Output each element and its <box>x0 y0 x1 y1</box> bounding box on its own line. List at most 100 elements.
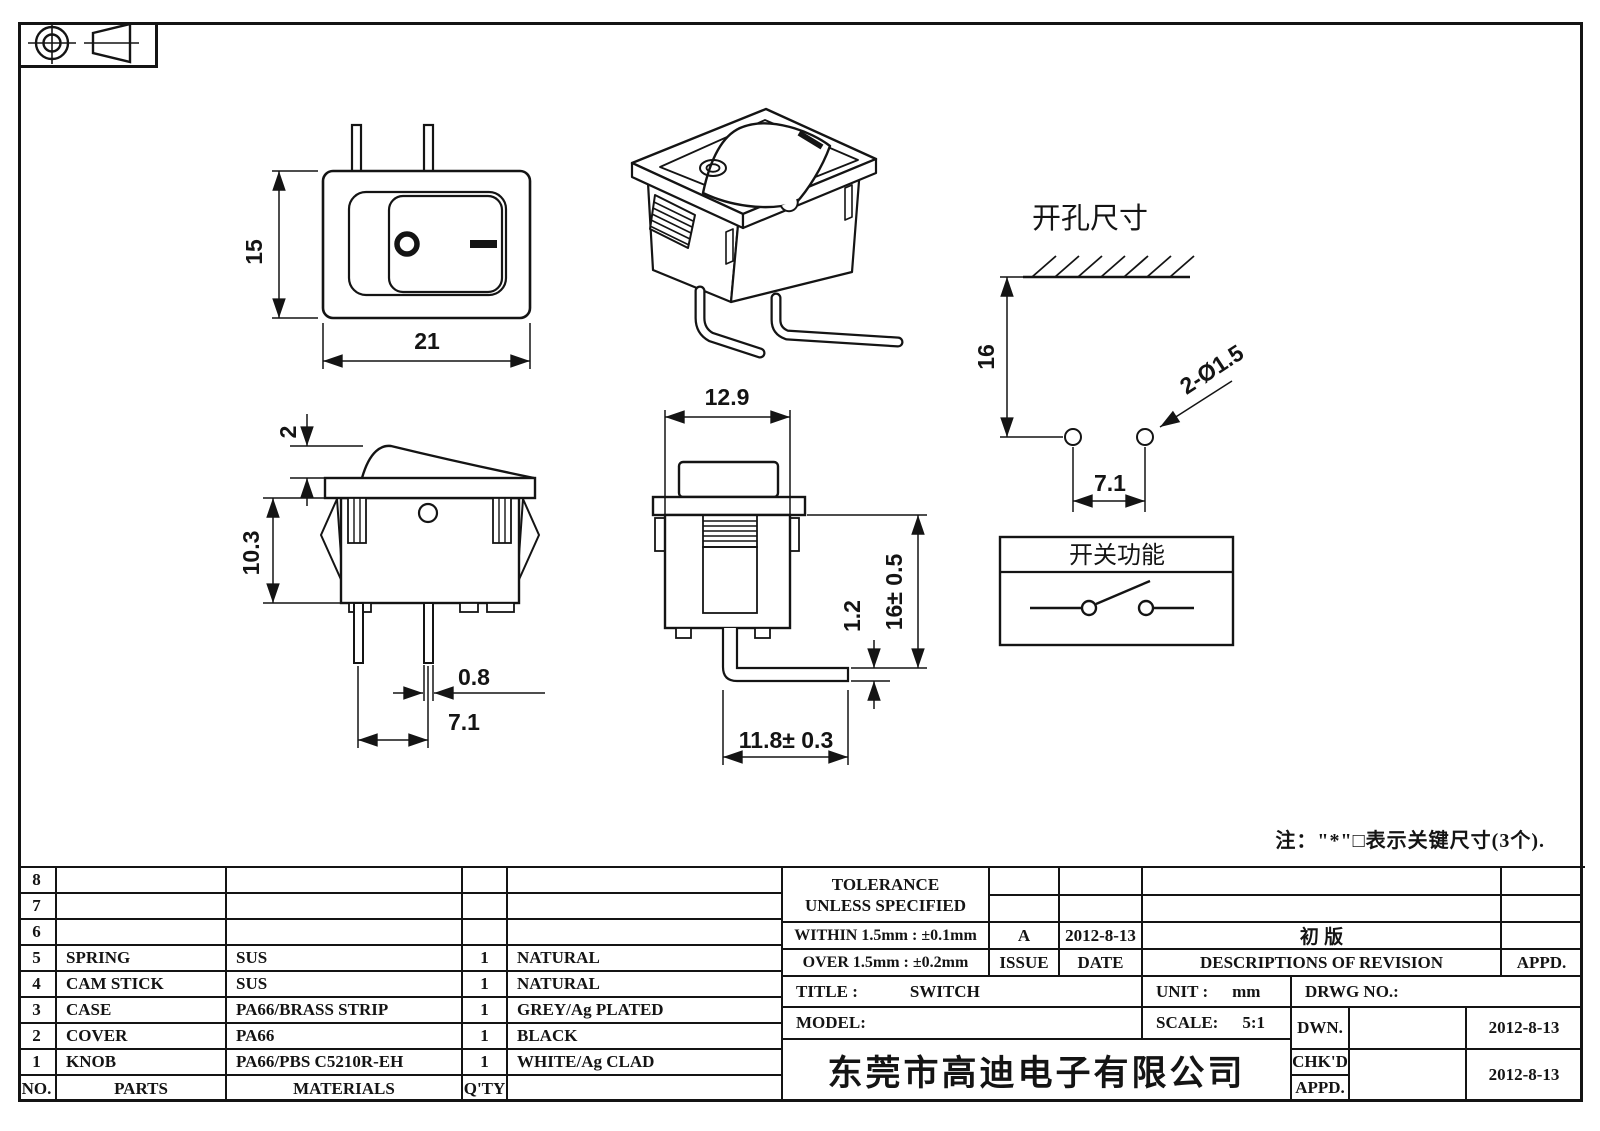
part-color <box>508 894 783 920</box>
part-name: KNOB <box>57 1050 227 1076</box>
off-symbol-icon <box>699 159 727 177</box>
part-qty: 1 <box>463 946 508 972</box>
part-color: NATURAL <box>508 946 783 972</box>
revision-issue-value: A <box>990 923 1060 950</box>
hole-layout-title: 开孔尺寸 <box>1032 202 1148 235</box>
parts-header-parts: PARTS <box>57 1076 227 1102</box>
model-cell: MODEL: <box>783 1008 1143 1040</box>
part-color <box>508 920 783 946</box>
dim-hole-depth: 16 <box>973 344 999 370</box>
title-value: SWITCH <box>909 981 980 1001</box>
dim-pin-thickness: 1.2 <box>839 600 865 632</box>
revision-appd-label: APPD. <box>1502 950 1581 977</box>
part-material: SUS <box>227 946 463 972</box>
dim-end-height: 16± 0.5 <box>881 554 907 631</box>
title-block: TOLERANCE UNLESS SPECIFIED WITHIN 1.5mm … <box>781 866 1585 1102</box>
function-title: 开关功能 <box>1069 542 1165 569</box>
perspective-view <box>630 107 904 359</box>
function-diagram: 开关功能 <box>998 535 1235 647</box>
revision-cell <box>1143 868 1502 896</box>
chkd-appd-signature <box>1350 1050 1467 1100</box>
spst-switch-symbol-icon <box>1030 579 1194 617</box>
chkd-appd-date: 2012-8-13 <box>1488 1065 1560 1084</box>
tolerance-header: TOLERANCE UNLESS SPECIFIED <box>783 868 990 923</box>
dim-front-height: 15 <box>241 239 267 265</box>
chkd-label: CHK'D <box>1292 1050 1350 1076</box>
dim-pin-reach: 11.8± 0.3 <box>739 727 833 753</box>
scale-cell: SCALE: 5:1 <box>1143 1008 1292 1040</box>
tolerance-line2: UNLESS SPECIFIED <box>804 895 967 915</box>
front-view: 15 21 <box>241 123 532 369</box>
part-name: CAM STICK <box>57 972 227 998</box>
dim-rocker-height: 2 <box>275 426 301 439</box>
tolerance-line1: TOLERANCE <box>831 874 940 894</box>
revision-cell <box>1060 868 1143 896</box>
truncated-cone-icon <box>84 22 139 64</box>
parts-header-color <box>508 1076 783 1102</box>
part-qty <box>463 894 508 920</box>
on-symbol-icon <box>470 240 497 248</box>
dim-pin-width: 0.8 <box>458 664 490 690</box>
tolerance-within: WITHIN 1.5mm : ±0.1mm <box>783 923 990 950</box>
part-material: PA66 <box>227 1024 463 1050</box>
parts-header-qty: Q'TY <box>463 1076 508 1102</box>
dim-hole-pitch: 7.1 <box>1094 470 1126 496</box>
part-name: SPRING <box>57 946 227 972</box>
dim-hole-count: 2-Ø1.5 <box>1175 339 1248 399</box>
part-no: 6 <box>18 920 57 946</box>
dwn-signature <box>1350 1008 1467 1050</box>
title-cell: TITLE : SWITCH <box>783 977 1143 1008</box>
dwn-label: DWN. <box>1292 1008 1350 1050</box>
revision-appd-value <box>1502 923 1581 950</box>
dim-end-width: 12.9 <box>705 384 750 410</box>
part-name <box>57 894 227 920</box>
part-qty <box>463 920 508 946</box>
part-name <box>57 920 227 946</box>
part-qty: 1 <box>463 1050 508 1076</box>
dwn-date: 2012-8-13 <box>1467 1008 1581 1050</box>
revision-cell <box>990 868 1060 896</box>
part-qty: 1 <box>463 1024 508 1050</box>
part-color: WHITE/Ag CLAD <box>508 1050 783 1076</box>
revision-date-value: 2012-8-13 <box>1060 923 1143 950</box>
part-no: 8 <box>18 868 57 894</box>
hole-layout: 开孔尺寸 16 2-Ø1.5 <box>973 202 1248 512</box>
revision-description-label: DESCRIPTIONS OF REVISION <box>1143 950 1502 977</box>
scale-value: 5:1 <box>1242 1013 1266 1032</box>
parts-table: 8 7 6 5 SPRING SUS 1 NATURAL 4 CAM STICK… <box>18 866 783 1102</box>
part-qty: 1 <box>463 998 508 1024</box>
part-no: 7 <box>18 894 57 920</box>
part-no: 4 <box>18 972 57 998</box>
part-color: NATURAL <box>508 972 783 998</box>
dim-pin-pitch: 7.1 <box>448 709 480 735</box>
end-view: 12.9 16± 0.5 1.2 11.8± 0.3 <box>651 384 927 765</box>
part-material <box>227 868 463 894</box>
part-no: 3 <box>18 998 57 1024</box>
part-name: CASE <box>57 998 227 1024</box>
unit-cell: UNIT : mm <box>1143 977 1292 1008</box>
off-symbol-icon <box>394 231 420 257</box>
tolerance-over: OVER 1.5mm : ±0.2mm <box>783 950 990 977</box>
key-dimension-note: 注："*"□表示关键尺寸(3个). <box>1275 830 1545 852</box>
part-no: 2 <box>18 1024 57 1050</box>
part-material <box>227 894 463 920</box>
drwg-no-cell: DRWG NO.: <box>1292 977 1581 1008</box>
part-color: GREY/Ag PLATED <box>508 998 783 1024</box>
part-no: 1 <box>18 1050 57 1076</box>
revision-cell <box>990 896 1060 923</box>
on-symbol-icon <box>797 130 824 150</box>
title-label: TITLE : <box>796 981 858 1001</box>
revision-cell <box>1502 896 1581 923</box>
part-material <box>227 920 463 946</box>
dim-front-width: 21 <box>414 328 440 354</box>
part-name <box>57 868 227 894</box>
unit-value: mm <box>1232 981 1261 1001</box>
first-angle-symbol-icon <box>28 22 76 64</box>
revision-issue-label: ISSUE <box>990 950 1060 977</box>
part-color: BLACK <box>508 1024 783 1050</box>
part-material: PA66/BRASS STRIP <box>227 998 463 1024</box>
company-name: 东莞市高迪电子有限公司 <box>783 1040 1292 1100</box>
part-material: SUS <box>227 972 463 998</box>
